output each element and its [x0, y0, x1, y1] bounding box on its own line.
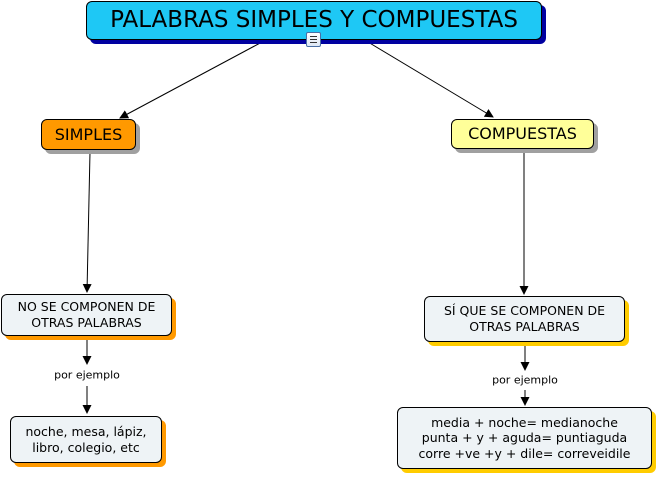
- compuestas-label: COMPUESTAS: [468, 124, 577, 143]
- compuestas-description-node[interactable]: SÍ QUE SE COMPONEN DE OTRAS PALABRAS: [424, 296, 625, 342]
- simples-examples-text: noche, mesa, lápiz, libro, colegio, etc: [25, 423, 147, 455]
- simples-description-node[interactable]: NO SE COMPONEN DE OTRAS PALABRAS: [1, 294, 172, 336]
- compuestas-link-label: por ejemplo: [490, 373, 560, 387]
- connector-simples-to-description: [82, 151, 92, 293]
- simples-description-text: NO SE COMPONEN DE OTRAS PALABRAS: [17, 299, 156, 330]
- main-concept-label: PALABRAS SIMPLES Y COMPUESTAS: [110, 7, 518, 34]
- compuestas-examples-node[interactable]: media + noche= medianoche punta + y + ag…: [397, 407, 652, 469]
- main-concept-node[interactable]: PALABRAS SIMPLES Y COMPUESTAS: [86, 1, 542, 40]
- simples-node[interactable]: SIMPLES: [41, 119, 136, 150]
- simples-link-label: por ejemplo: [52, 368, 122, 382]
- connector-main-to-compuestas: [367, 41, 494, 118]
- simples-label: SIMPLES: [54, 124, 123, 144]
- compuestas-node[interactable]: COMPUESTAS: [451, 119, 594, 149]
- compuestas-examples-text: media + noche= medianoche punta + y + ag…: [418, 414, 631, 461]
- note-icon-line: [310, 36, 317, 37]
- simples-examples-node[interactable]: noche, mesa, lápiz, libro, colegio, etc: [10, 416, 162, 463]
- compuestas-description-text: SÍ QUE SE COMPONEN DE OTRAS PALABRAS: [443, 303, 606, 334]
- connector-main-to-simples: [119, 41, 263, 119]
- note-icon-line: [310, 39, 317, 40]
- note-icon[interactable]: [306, 32, 321, 47]
- note-icon-line: [310, 42, 317, 43]
